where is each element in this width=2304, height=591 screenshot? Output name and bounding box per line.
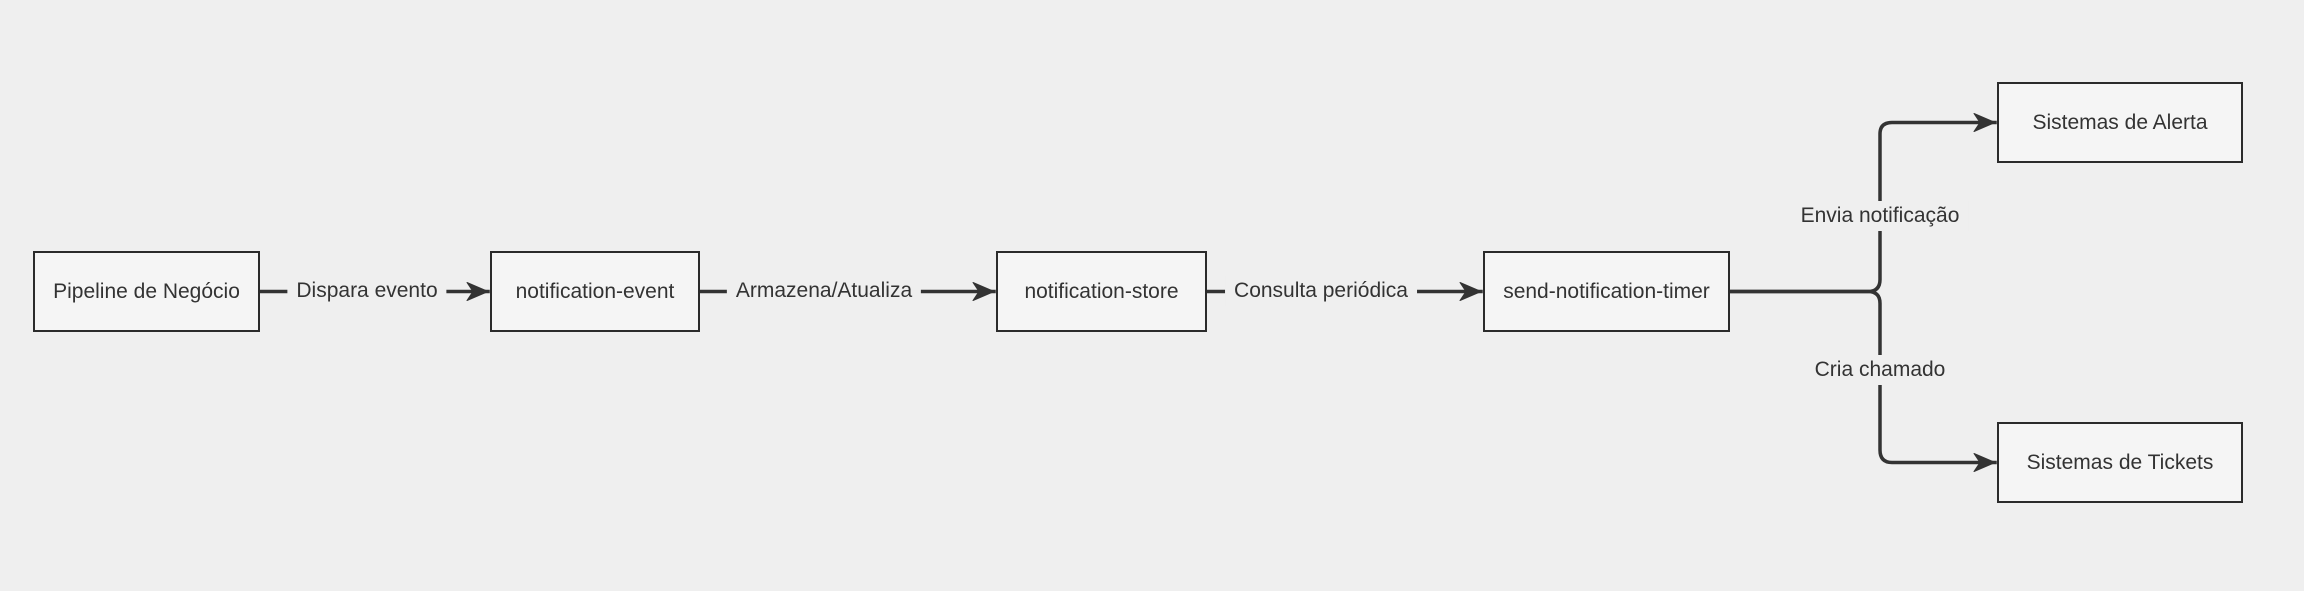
node-notification-event: notification-event <box>490 251 700 332</box>
node-pipeline-de-negocio: Pipeline de Negócio <box>33 251 260 332</box>
node-label: notification-store <box>1024 279 1179 303</box>
edge-label-armazena-atualiza: Armazena/Atualiza <box>726 276 922 306</box>
node-label: Pipeline de Negócio <box>53 279 240 303</box>
node-send-notification-timer: send-notification-timer <box>1483 251 1730 332</box>
edge-label-consulta-periodica: Consulta periódica <box>1225 276 1417 306</box>
node-label: send-notification-timer <box>1503 279 1710 303</box>
node-label: Sistemas de Tickets <box>2026 450 2214 474</box>
edge-label-envia-notificacao: Envia notificação <box>1791 201 1969 231</box>
node-label: notification-event <box>515 279 675 303</box>
node-sistemas-de-alerta: Sistemas de Alerta <box>1997 82 2243 163</box>
node-notification-store: notification-store <box>996 251 1207 332</box>
edge-label-cria-chamado: Cria chamado <box>1805 355 1955 385</box>
node-label: Sistemas de Alerta <box>2032 110 2208 134</box>
node-sistemas-de-tickets: Sistemas de Tickets <box>1997 422 2243 503</box>
edge-label-dispara-evento: Dispara evento <box>287 276 447 306</box>
